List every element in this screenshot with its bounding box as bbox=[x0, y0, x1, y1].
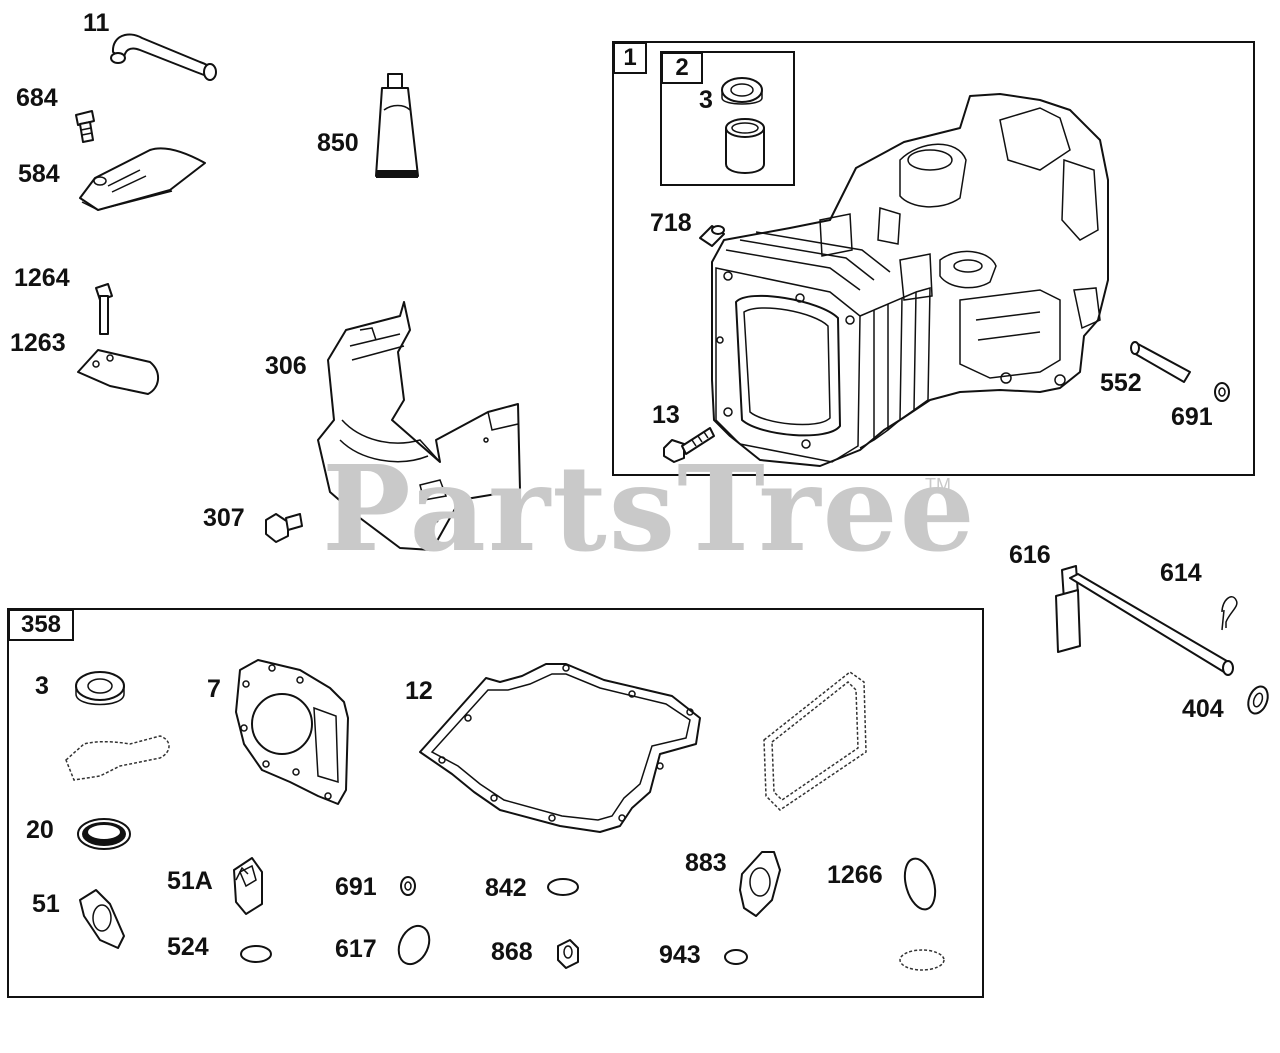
head-gasket-7-part[interactable] bbox=[235, 659, 349, 805]
plate-1263-part[interactable] bbox=[77, 349, 159, 395]
pin-718-part[interactable] bbox=[699, 225, 725, 247]
o-ring-617-part[interactable] bbox=[393, 921, 435, 969]
label-691-top[interactable]: 691 bbox=[1171, 403, 1213, 431]
label-12[interactable]: 12 bbox=[405, 677, 433, 705]
gasket-883-part[interactable] bbox=[739, 851, 781, 917]
label-404[interactable]: 404 bbox=[1182, 695, 1224, 723]
label-20[interactable]: 20 bbox=[26, 816, 54, 844]
cylinder-assembly-frame bbox=[612, 41, 1255, 476]
label-584[interactable]: 584 bbox=[18, 160, 60, 188]
label-307[interactable]: 307 bbox=[203, 504, 245, 532]
screw-684-part[interactable] bbox=[75, 110, 95, 143]
cover-584-part[interactable] bbox=[79, 147, 206, 211]
label-943[interactable]: 943 bbox=[659, 941, 701, 969]
o-ring-943-part[interactable] bbox=[724, 949, 748, 965]
bushing-868-part[interactable] bbox=[557, 939, 579, 969]
box-label-358: 358 bbox=[8, 609, 74, 641]
gasket-set-frame bbox=[7, 608, 984, 998]
label-51a[interactable]: 51A bbox=[167, 867, 213, 895]
label-1264[interactable]: 1264 bbox=[14, 264, 70, 292]
breather-tube-part[interactable] bbox=[110, 33, 217, 81]
pin-552-part[interactable] bbox=[1130, 341, 1191, 383]
label-691[interactable]: 691 bbox=[335, 873, 377, 901]
gasket-dashed-outline-left bbox=[65, 735, 170, 781]
label-11[interactable]: 11 bbox=[83, 9, 110, 37]
governor-shaft-616-part[interactable] bbox=[1055, 565, 1234, 676]
gasket-dashed-inner-right bbox=[771, 680, 859, 801]
gasket-51a-part[interactable] bbox=[233, 857, 263, 915]
washer-404-part[interactable] bbox=[1245, 684, 1271, 716]
label-524[interactable]: 524 bbox=[167, 933, 209, 961]
label-868[interactable]: 868 bbox=[491, 938, 533, 966]
washer-691-top-part[interactable] bbox=[1214, 382, 1230, 402]
trademark-mark: TM bbox=[925, 475, 951, 495]
o-ring-842-part[interactable] bbox=[547, 878, 579, 896]
o-ring-524-part[interactable] bbox=[240, 945, 272, 963]
label-684[interactable]: 684 bbox=[16, 84, 58, 112]
o-ring-1266-part[interactable] bbox=[900, 855, 941, 912]
seal-3-part[interactable] bbox=[721, 77, 765, 174]
label-13[interactable]: 13 bbox=[652, 401, 680, 429]
label-842[interactable]: 842 bbox=[485, 874, 527, 902]
bolt-13-part[interactable] bbox=[663, 427, 715, 463]
crankcase-gasket-12-part[interactable] bbox=[419, 663, 701, 833]
label-883[interactable]: 883 bbox=[685, 849, 727, 877]
label-617[interactable]: 617 bbox=[335, 935, 377, 963]
seal-3-gasket-set-part[interactable] bbox=[75, 671, 125, 706]
label-718[interactable]: 718 bbox=[650, 209, 692, 237]
box-label-1: 1 bbox=[613, 42, 647, 74]
watermark: PartsTree bbox=[322, 439, 977, 578]
gasket-dashed-outline-right bbox=[763, 671, 867, 811]
label-614[interactable]: 614 bbox=[1160, 559, 1202, 587]
seal-kit-frame bbox=[660, 51, 795, 186]
label-1266[interactable]: 1266 bbox=[827, 861, 883, 889]
label-51[interactable]: 51 bbox=[32, 890, 60, 918]
air-guide-306-part[interactable] bbox=[317, 301, 521, 551]
label-552[interactable]: 552 bbox=[1100, 369, 1142, 397]
clip-614-part[interactable] bbox=[1221, 596, 1238, 631]
bolt-1264-part[interactable] bbox=[95, 283, 113, 335]
label-850[interactable]: 850 bbox=[317, 129, 359, 157]
sealant-tube-part[interactable] bbox=[375, 73, 419, 178]
bolt-307-part[interactable] bbox=[265, 513, 303, 543]
washer-691-part[interactable] bbox=[400, 876, 416, 896]
label-3-seal-kit[interactable]: 3 bbox=[699, 86, 713, 114]
cylinder-block-part[interactable] bbox=[711, 93, 1109, 467]
label-616[interactable]: 616 bbox=[1009, 541, 1051, 569]
o-ring-dashed-outline bbox=[899, 949, 945, 971]
label-306[interactable]: 306 bbox=[265, 352, 307, 380]
label-1263[interactable]: 1263 bbox=[10, 329, 66, 357]
box-label-2: 2 bbox=[661, 52, 703, 84]
gasket-51-part[interactable] bbox=[79, 889, 125, 949]
label-3[interactable]: 3 bbox=[35, 672, 49, 700]
label-7[interactable]: 7 bbox=[207, 675, 221, 703]
seal-20-part[interactable] bbox=[77, 818, 131, 850]
